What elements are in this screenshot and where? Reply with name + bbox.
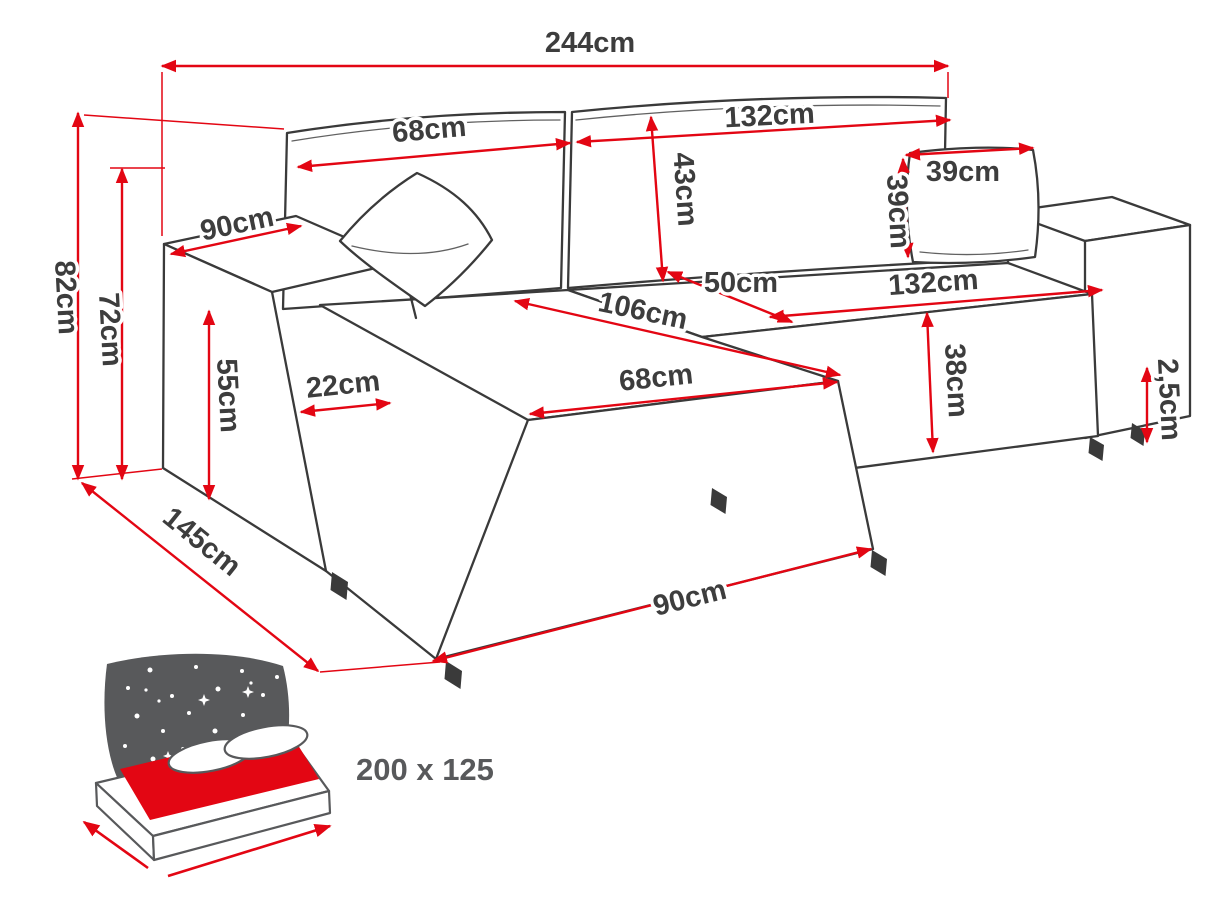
dim-label-pillow-width: 39cm <box>926 156 1000 188</box>
sofa-legs <box>330 423 1145 689</box>
left-pillow-crease <box>351 243 469 255</box>
ext-line <box>71 468 163 480</box>
dim-line-pillow-height <box>897 157 914 259</box>
sofa-leg <box>870 550 887 576</box>
dim-line-total-depth <box>80 482 320 672</box>
sleeping-area-label: 200 x 125 <box>356 752 494 787</box>
ext-line <box>319 661 441 673</box>
dim-line-backrest-right-width <box>575 114 952 148</box>
dim-label-seat-width: 132cm <box>887 264 979 302</box>
dim-label-armrest-width: 22cm <box>305 365 382 405</box>
right-pillow-crease <box>919 249 1029 256</box>
dim-line-pillow-width <box>904 142 1035 161</box>
left-pillow <box>338 171 494 308</box>
dim-label-armrest-height: 72cm <box>92 292 128 368</box>
sofa-bed-icon <box>82 653 332 878</box>
dim-label-seat-depth: 50cm <box>704 267 778 299</box>
dim-label-total-height: 82cm <box>48 260 84 336</box>
dim-label-backrest-height: 43cm <box>666 151 703 227</box>
dim-line-backrest-left-width <box>296 138 572 172</box>
bed-depth-arrow <box>82 820 149 870</box>
dim-line-chaise-length <box>431 546 873 664</box>
sofa-leg <box>444 661 462 689</box>
dim-label-pillow-height: 39cm <box>880 174 916 250</box>
chaise-front <box>434 379 875 661</box>
dim-label-leg-height: 2,5cm <box>1151 358 1187 442</box>
dim-label-backrest-right-width: 132cm <box>724 98 816 135</box>
dimension-lines <box>71 59 1154 673</box>
bed-pillow <box>223 724 309 760</box>
ext-line <box>83 114 285 130</box>
backrest-left-piping <box>291 119 561 142</box>
dim-line-seat-front-height <box>921 311 939 454</box>
dim-label-backrest-left-width: 68cm <box>391 111 468 149</box>
dim-line-armrest-width <box>299 398 392 417</box>
dim-line-chaise-diagonal <box>513 298 842 378</box>
dim-line-chaise-width <box>528 377 839 419</box>
bed-base-front <box>151 789 332 862</box>
dim-line-armrest-depth <box>169 222 303 258</box>
sofa-leg <box>330 572 348 600</box>
bed-width-arrow <box>167 824 332 878</box>
dim-label-seat-front-height: 38cm <box>938 343 974 419</box>
sofa-leg <box>1088 437 1104 461</box>
dim-line-backrest-height <box>645 115 669 283</box>
dim-label-armrest-front-height: 55cm <box>210 358 246 434</box>
sofa-leg <box>710 488 727 514</box>
dim-label-total-width: 244cm <box>545 27 635 59</box>
